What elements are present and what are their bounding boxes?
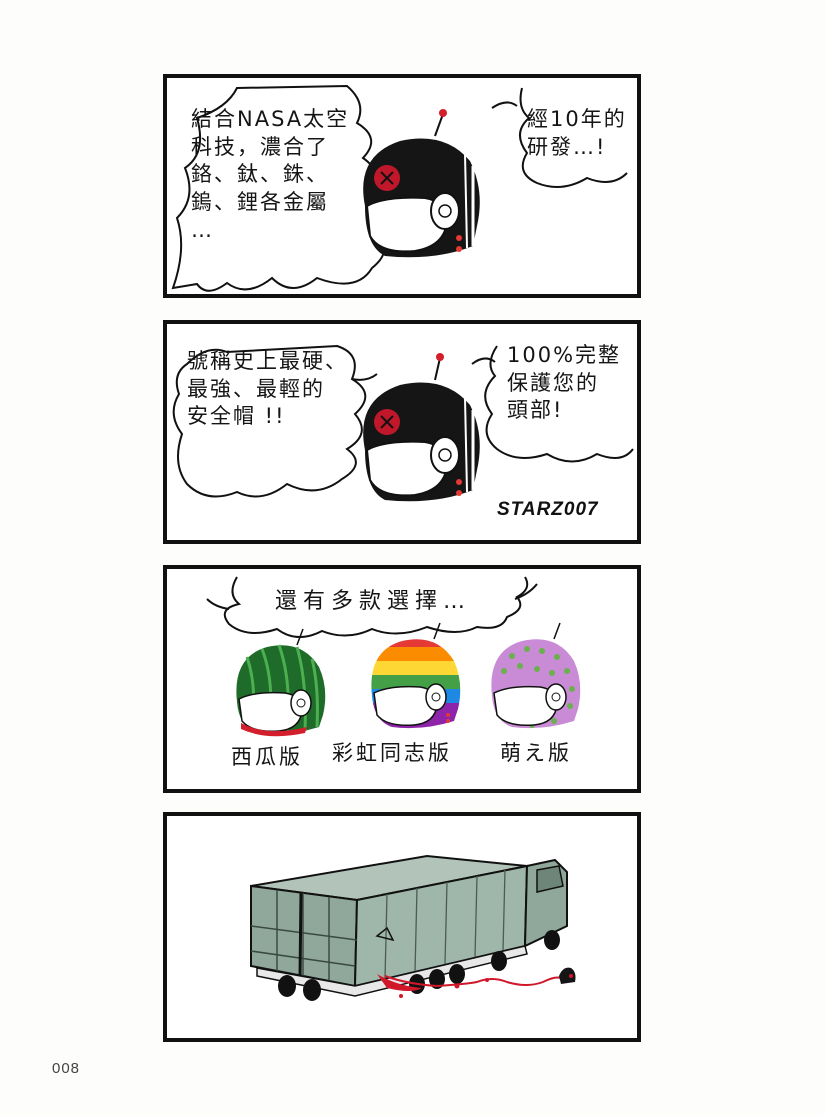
text-line: 頭部! bbox=[507, 398, 564, 423]
text-line: 鎢、鋰各金屬 bbox=[191, 190, 329, 215]
black-helmet-icon bbox=[363, 353, 480, 502]
panel1-right-text: 經10年的 研發…! bbox=[527, 106, 637, 161]
panel1-left-text: 結合NASA太空 科技，濃合了 鉻、鈦、銖、 鎢、鋰各金屬 … bbox=[191, 106, 391, 245]
panel2-left-text: 號稱史上最硬、 最強、最輕的 安全帽 !! bbox=[187, 348, 387, 431]
helmet-label: 萌え版 bbox=[500, 741, 572, 765]
comic-panel-1: 結合NASA太空 科技，濃合了 鉻、鈦、銖、 鎢、鋰各金屬 … 經10年的 研發… bbox=[163, 74, 641, 298]
watermelon-helmet-icon bbox=[236, 628, 326, 737]
text-line: 鉻、鈦、銖、 bbox=[191, 162, 329, 187]
panel2-right-text: 100%完整 保護您的 頭部! bbox=[507, 342, 627, 425]
text-line: 科技，濃合了 bbox=[191, 134, 329, 159]
truck-illustration bbox=[250, 854, 576, 1001]
helmet-label: 西瓜版 bbox=[231, 745, 303, 769]
text-line: 保護您的 bbox=[507, 370, 599, 395]
text-line: 號稱史上最硬、 bbox=[187, 349, 348, 373]
comic-panel-2: 號稱史上最硬、 最強、最輕的 安全帽 !! 100%完整 保護您的 頭部! ST… bbox=[163, 320, 641, 544]
speech-bubble-top bbox=[206, 576, 538, 638]
comic-panel-3: 還有多款選擇… 西瓜版 彩虹同志版 bbox=[163, 565, 641, 793]
cute-helmet-icon bbox=[491, 622, 581, 729]
speech-bubble-left bbox=[172, 344, 634, 498]
text-line: 研發…! bbox=[527, 134, 607, 159]
black-helmet-icon bbox=[363, 109, 480, 258]
text-line: 最強、最輕的 bbox=[187, 376, 325, 401]
page-number: 008 bbox=[52, 1060, 81, 1077]
text-line: 結合NASA太空 bbox=[191, 107, 350, 131]
text-line: 安全帽 !! bbox=[187, 404, 286, 429]
text-line: … bbox=[191, 217, 214, 242]
panel3-speech: 還有多款選擇… bbox=[275, 589, 472, 614]
text-line: 100%完整 bbox=[507, 343, 622, 367]
text-line: 經10年的 bbox=[527, 107, 627, 131]
helmet-label: 彩虹同志版 bbox=[332, 741, 452, 765]
rainbow-helmet-icon bbox=[371, 622, 461, 729]
comic-panel-4 bbox=[163, 812, 641, 1042]
artist-signature: STARZ007 bbox=[497, 499, 599, 520]
